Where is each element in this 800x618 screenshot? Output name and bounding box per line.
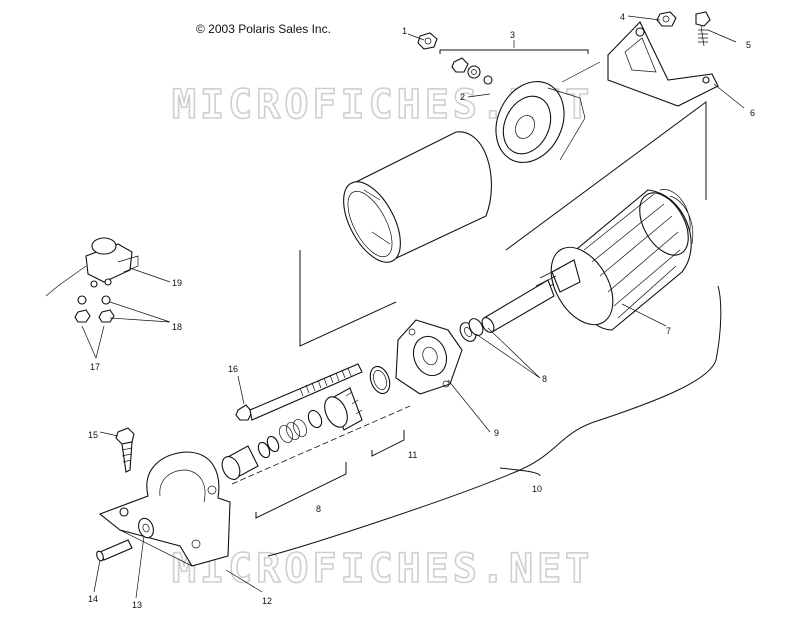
- assembly-line-dash: [231, 405, 411, 485]
- mounting-bracket-top: [607, 21, 719, 107]
- callout-9: 9: [494, 428, 499, 438]
- callout-7: 7: [666, 326, 671, 336]
- callout-5: 5: [746, 40, 751, 50]
- callout-11: 11: [408, 450, 417, 460]
- motor-housing: [343, 131, 492, 263]
- through-bolt: [235, 363, 363, 421]
- armature: [481, 189, 694, 333]
- bolt-15: [115, 427, 135, 473]
- mounting-bracket-bottom: [98, 451, 231, 567]
- washer-13: [138, 517, 154, 539]
- callout-16: 16: [228, 364, 238, 374]
- brace-3: [439, 49, 589, 54]
- front-plate: [395, 319, 463, 395]
- bolt-14: [96, 539, 133, 562]
- watermark-bottom: MICROFICHES.NET: [172, 546, 593, 592]
- callout-14: 14: [88, 594, 98, 604]
- callout-19: 19: [172, 278, 182, 288]
- callout-12: 12: [262, 596, 272, 606]
- callout-18: 18: [172, 322, 182, 332]
- washers-8-top: [459, 318, 484, 342]
- callout-15: 15: [88, 430, 98, 440]
- callout-8-top: 8: [542, 374, 547, 384]
- solenoid: [45, 237, 139, 297]
- assembly-line-top: [299, 101, 707, 347]
- callouts: 1 2 3 4 5 6 7 8 8 9 10 11 12 13 14 15 16…: [88, 12, 755, 610]
- leader-lines: [81, 15, 745, 599]
- callout-8-bottom: 8: [316, 504, 321, 514]
- callout-6: 6: [750, 108, 755, 118]
- copyright-text: © 2003 Polaris Sales Inc.: [196, 22, 331, 36]
- bracket-brace-10: [267, 285, 722, 557]
- spacer: [221, 435, 280, 480]
- nut-4: [656, 11, 677, 27]
- callout-17: 17: [90, 362, 100, 372]
- nuts-17-18: [74, 295, 115, 323]
- callout-3: 3: [510, 30, 515, 40]
- spring: [279, 409, 323, 443]
- hardware-3: [451, 57, 493, 85]
- drive-pinion: [324, 387, 363, 431]
- callout-1: 1: [402, 26, 407, 36]
- callout-13: 13: [132, 600, 142, 610]
- callout-4: 4: [620, 12, 625, 22]
- o-ring: [369, 365, 391, 395]
- callout-10: 10: [532, 484, 542, 494]
- brace-11: [371, 430, 405, 457]
- end-cap: [495, 61, 601, 163]
- nut-1: [417, 32, 438, 50]
- callout-2: 2: [460, 92, 465, 102]
- brace-8: [255, 462, 347, 519]
- bolt-5: [695, 11, 711, 47]
